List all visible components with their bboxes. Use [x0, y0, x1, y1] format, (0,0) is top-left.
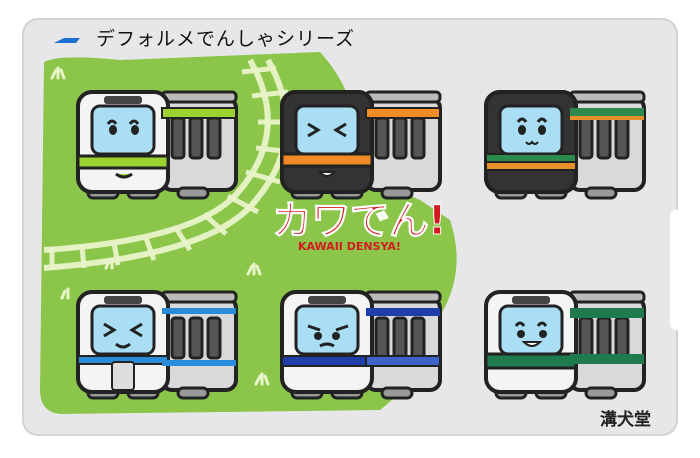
- maker-name: 溝犬堂: [600, 410, 651, 430]
- train-joban: [484, 290, 646, 400]
- train-yamanote: [76, 90, 238, 200]
- train-shonan: [484, 90, 646, 200]
- logo-subtitle: KAWAII DENSYA!: [298, 240, 401, 253]
- card-notch: [670, 210, 678, 330]
- train-yokosuka: [280, 290, 442, 400]
- kawaii-densya-logo: カワでん! KAWAII DENSYA!: [271, 188, 452, 268]
- arrow-mark-icon: [54, 38, 80, 43]
- train-keihin-tohoku: [76, 290, 238, 400]
- logo-title: カワでん!: [271, 198, 446, 245]
- series-title: デフォルメでんしゃシリーズ: [96, 28, 356, 50]
- train-chuo: [280, 90, 442, 200]
